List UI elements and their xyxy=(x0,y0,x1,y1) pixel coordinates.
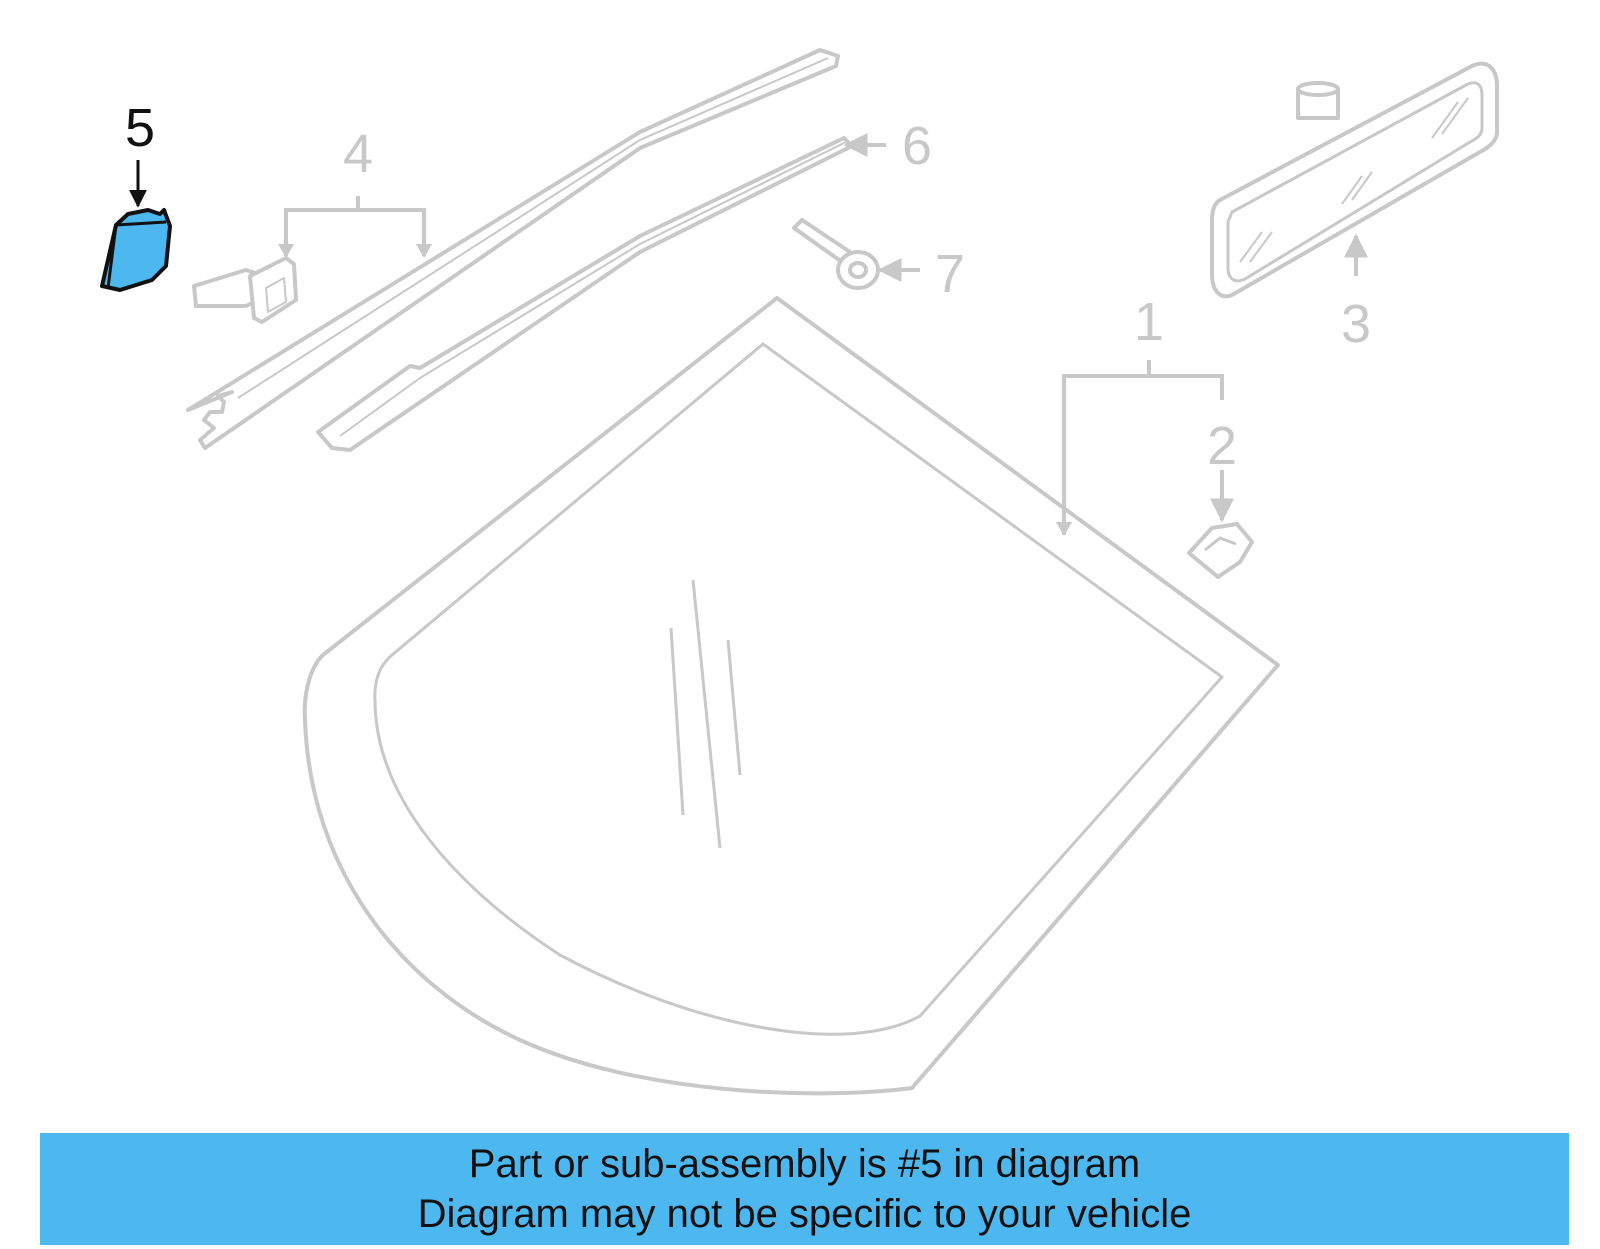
callout-7: 7 xyxy=(935,244,965,304)
part-5-highlighted xyxy=(100,208,172,292)
banner-line-2: Diagram may not be specific to your vehi… xyxy=(417,1192,1192,1236)
callout-2: 2 xyxy=(1207,416,1237,476)
windshield-glass xyxy=(302,296,1280,1096)
clip-part-2 xyxy=(1187,522,1254,579)
callout-4: 4 xyxy=(343,124,373,184)
parts-diagram: 1 2 3 4 5 6 7 xyxy=(100,48,1499,1096)
mirror-part-3 xyxy=(1210,61,1499,299)
info-banner: Part or sub-assembly is #5 in diagram Di… xyxy=(40,1133,1569,1245)
fastener-part-7 xyxy=(792,218,880,290)
callout-1: 1 xyxy=(1134,292,1164,352)
bracket-part-4 xyxy=(192,256,298,324)
arrow-4a-head xyxy=(278,244,294,258)
leader-4 xyxy=(284,196,426,256)
pillar-molding-part-4 xyxy=(186,48,854,452)
callout-3: 3 xyxy=(1341,294,1371,354)
arrow-1-head xyxy=(1056,522,1072,536)
callout-6: 6 xyxy=(902,116,932,176)
leader-1 xyxy=(1062,360,1224,535)
arrow-4b-head xyxy=(416,244,432,258)
callout-5: 5 xyxy=(125,98,155,158)
banner-line-1: Part or sub-assembly is #5 in diagram xyxy=(468,1142,1141,1186)
